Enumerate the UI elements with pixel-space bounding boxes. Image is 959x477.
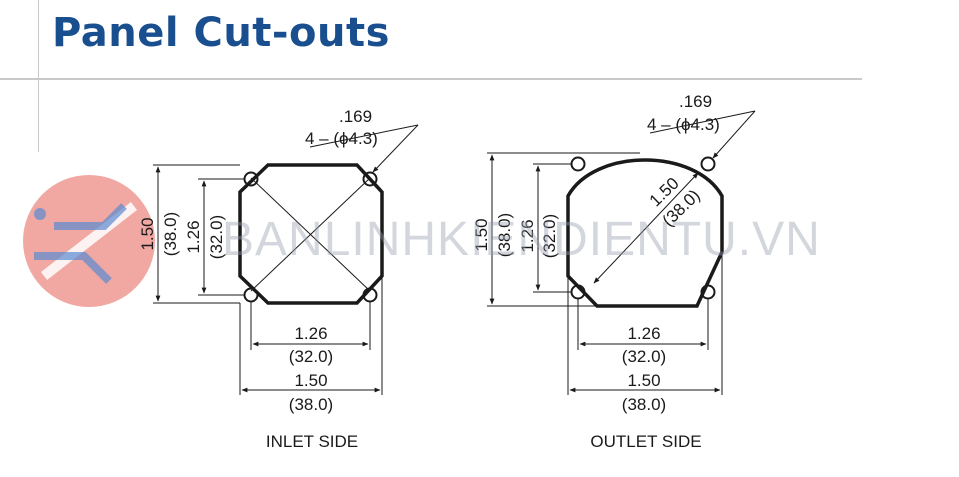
outlet-width-outer-mm: (38.0): [622, 395, 666, 414]
inlet-height-outer-in: 1.50: [138, 217, 157, 250]
outlet-hole-dia-in: .169: [679, 92, 712, 111]
header-divider: [0, 78, 862, 80]
outlet-width-inner-mm: (32.0): [622, 347, 666, 366]
outlet-height-outer-mm: (38.0): [495, 213, 514, 257]
outlet-width-inner-in: 1.26: [627, 324, 660, 343]
outlet-width-outer-in: 1.50: [627, 371, 660, 390]
inlet-diagonal: [250, 177, 371, 292]
watermark-text: BANLINHKIENDIENTU.VN: [222, 213, 821, 266]
inlet-hole-dia-in: .169: [339, 107, 372, 126]
watermark-logo: [23, 175, 155, 307]
inlet-diagram: .169 4 – (ϕ4.3) 1.50 (38.0) 1.26 (32.0) …: [138, 107, 419, 451]
inlet-hole-dia-mm: 4 – (ϕ4.3): [305, 129, 378, 148]
inlet-width-inner-in: 1.26: [294, 324, 327, 343]
outlet-diagram: 1.50 (38.0) .169 4 – (ϕ4.3) 1.50 (38.0) …: [472, 92, 756, 451]
outlet-hole-dia-mm: 4 – (ϕ4.3): [647, 115, 720, 134]
outlet-diagonal: [593, 172, 699, 284]
page-title: Panel Cut-outs: [52, 10, 390, 56]
inlet-hole: [243, 171, 259, 187]
inlet-height-inner-mm: (32.0): [207, 215, 226, 259]
inlet-hole: [362, 171, 378, 187]
inlet-width-outer-in: 1.50: [294, 371, 327, 390]
header-side-divider: [38, 0, 39, 152]
outlet-height-inner-in: 1.26: [518, 219, 537, 252]
inlet-height-inner-in: 1.26: [184, 220, 203, 253]
outlet-cutout-outline: [566, 158, 724, 308]
outlet-hole: [570, 156, 586, 172]
inlet-hole: [243, 287, 259, 303]
inlet-caption: INLET SIDE: [266, 432, 358, 451]
outlet-hole: [700, 284, 716, 300]
outlet-hole: [700, 156, 716, 172]
inlet-width-outer-mm: (38.0): [289, 395, 333, 414]
outlet-height-inner-mm: (32.0): [540, 214, 559, 258]
inlet-hole: [362, 287, 378, 303]
inlet-width-inner-mm: (32.0): [289, 347, 333, 366]
outlet-caption: OUTLET SIDE: [590, 432, 701, 451]
outlet-height-outer-in: 1.50: [472, 218, 491, 251]
outlet-hole: [570, 284, 586, 300]
inlet-height-outer-mm: (38.0): [161, 212, 180, 256]
